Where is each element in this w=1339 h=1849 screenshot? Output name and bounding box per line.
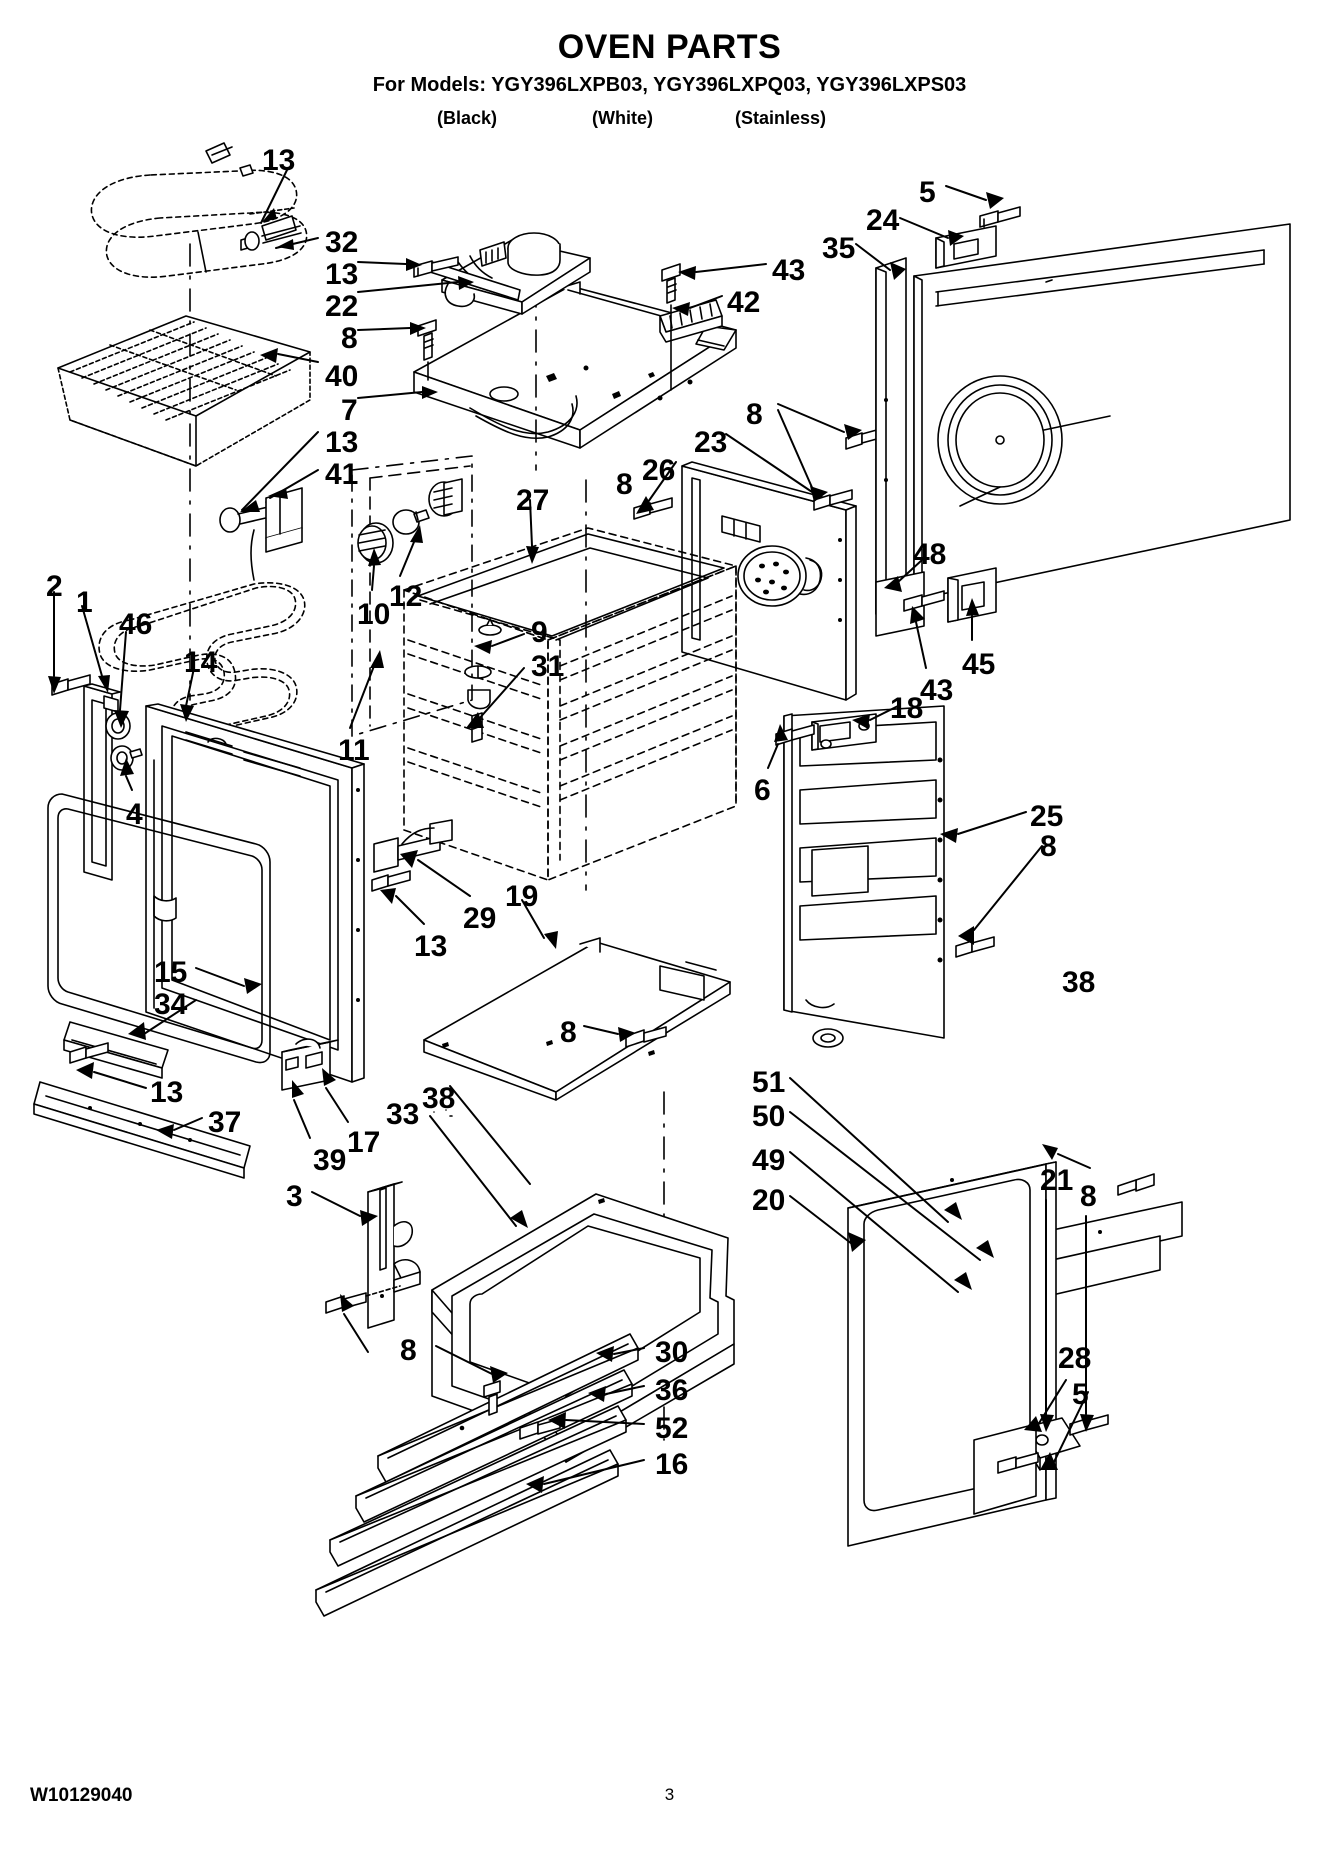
callout-number-8: 8 (616, 468, 633, 501)
callout-number-17: 17 (347, 1126, 381, 1159)
callout-number-12: 12 (389, 580, 423, 613)
page-title: OVEN PARTS (557, 28, 782, 66)
callout-number-19: 19 (505, 880, 539, 913)
callout-number-42: 42 (727, 286, 761, 319)
callout-number-6: 6 (754, 774, 771, 807)
callout-number-39: 39 (313, 1144, 347, 1177)
callout-number-22: 22 (325, 290, 359, 323)
callout-number-32: 32 (325, 226, 359, 259)
callout-number-1: 1 (76, 586, 93, 619)
callout-number-8: 8 (341, 322, 358, 355)
hinge-bracket-part-1 (48, 592, 142, 880)
bake-element-part-41 (99, 432, 318, 733)
callout-number-16: 16 (655, 1448, 689, 1481)
callout-number-37: 37 (208, 1106, 242, 1139)
door-trim-bars (316, 1334, 644, 1616)
callout-number-7: 7 (341, 394, 358, 427)
callout-number-45: 45 (962, 648, 996, 681)
document-code: W10129040 (30, 1785, 133, 1806)
callout-number-4: 4 (126, 798, 143, 831)
callout-number-34: 34 (154, 988, 188, 1021)
callout-number-51: 51 (752, 1066, 786, 1099)
callout-number-43: 43 (920, 674, 954, 707)
callout-number-8: 8 (560, 1016, 577, 1049)
callout-number-33: 33 (386, 1098, 420, 1131)
callout-number-40: 40 (325, 360, 359, 393)
callout-number-10: 10 (357, 598, 391, 631)
callout-number-28: 28 (1058, 1342, 1092, 1375)
callout-number-21: 21 (1040, 1164, 1074, 1197)
oven-light-assembly (350, 456, 539, 736)
callout-number-14: 14 (184, 646, 218, 679)
callout-number-13: 13 (414, 930, 448, 963)
callout-number-50: 50 (752, 1100, 786, 1133)
callout-number-36: 36 (655, 1374, 689, 1407)
callout-number-13: 13 (262, 144, 296, 177)
callout-number-13: 13 (150, 1076, 184, 1109)
callout-number-26: 26 (642, 454, 676, 487)
callout-number-13: 13 (325, 258, 359, 291)
oven-rear-wall-part-23 (634, 404, 884, 700)
callout-number-18: 18 (890, 692, 924, 725)
color-label-black: (Black) (437, 108, 498, 128)
oven-top-panel-part-7 (358, 240, 736, 470)
callout-number-11: 11 (338, 734, 370, 767)
callout-number-41: 41 (325, 458, 359, 491)
latch-cluster-parts-39-17 (282, 1039, 348, 1138)
cover-part-48-and-switch-45 (876, 560, 996, 668)
door-gasket-part-15 (34, 794, 270, 1178)
callout-number-8: 8 (1080, 1180, 1097, 1213)
broil-element-part-32 (91, 143, 318, 700)
color-legend-row: (Black) (White) (Stainless) (0, 108, 1339, 134)
callout-number-23: 23 (694, 426, 728, 459)
outer-door-panel-part-20 (790, 1078, 1182, 1546)
callout-number-31: 31 (531, 650, 565, 683)
callout-number-8: 8 (746, 398, 763, 431)
door-frame-part-14 (146, 668, 364, 1082)
callout-number-15: 15 (154, 956, 188, 989)
models-line: For Models: YGY396LXPB03, YGY396LXPQ03, … (372, 74, 967, 96)
door-hinge-part-3 (312, 1182, 420, 1352)
callout-number-46: 46 (119, 608, 153, 641)
callout-number-24: 24 (866, 204, 900, 237)
blower-motor-assembly-part-22 (358, 233, 590, 314)
color-label-stainless: (Stainless) (735, 108, 827, 128)
callout-number-5: 5 (919, 176, 936, 209)
door-latch-part-29 (372, 820, 470, 924)
callout-number-30: 30 (655, 1336, 689, 1369)
callout-number-9: 9 (531, 616, 548, 649)
callout-number-29: 29 (463, 902, 497, 935)
callout-number-35: 35 (822, 232, 856, 265)
callout-number-38: 38 (422, 1082, 456, 1115)
callout-number-8: 8 (1040, 830, 1057, 863)
callout-number-2: 2 (46, 570, 63, 603)
terminal-block-part-42 (660, 264, 766, 390)
page-number: 3 (664, 1785, 675, 1804)
callout-number-38: 38 (1062, 966, 1096, 999)
callout-number-25: 25 (1030, 800, 1064, 833)
callout-number-43: 43 (772, 254, 806, 287)
callout-number-5: 5 (1072, 1378, 1089, 1411)
oven-rack-part-40 (58, 316, 318, 466)
callout-number-49: 49 (752, 1144, 786, 1177)
callout-number-3: 3 (286, 1180, 303, 1213)
callout-number-20: 20 (752, 1184, 786, 1217)
callout-number-52: 52 (655, 1412, 689, 1445)
oven-rear-panel-part-25 (768, 706, 1042, 1047)
color-label-white: (White) (592, 108, 653, 128)
oven-right-side-panel-part-35 (856, 186, 1290, 614)
callout-number-48: 48 (913, 538, 947, 571)
callout-number-8: 8 (400, 1334, 417, 1367)
callout-number-13: 13 (325, 426, 359, 459)
oven-bottom-panel-part-19 (424, 900, 730, 1440)
callout-number-27: 27 (516, 484, 550, 517)
